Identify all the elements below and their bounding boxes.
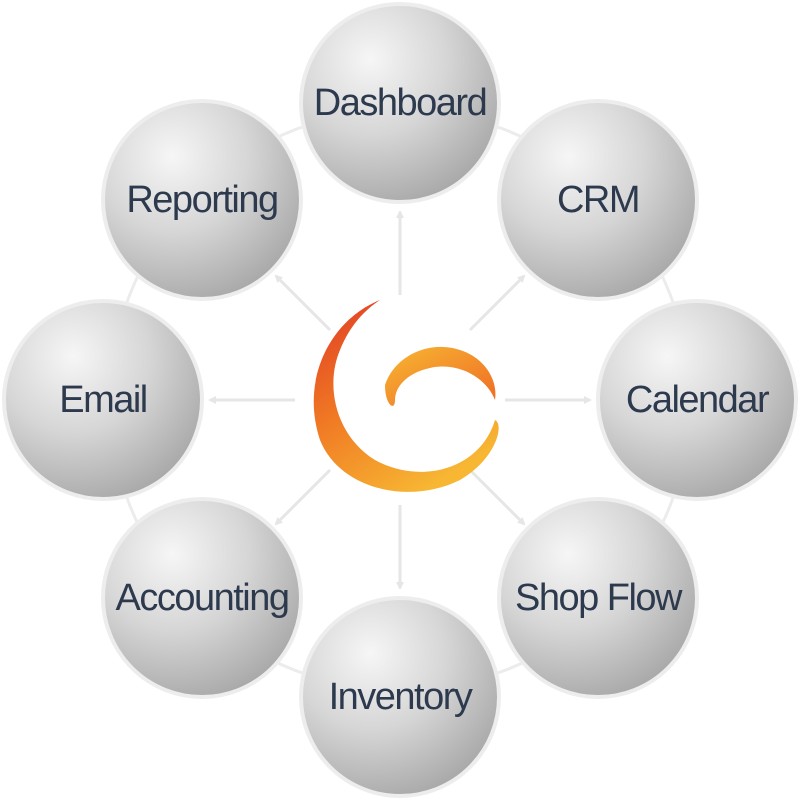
node-label-accounting: Accounting <box>115 577 288 619</box>
node-label-shop-flow: Shop Flow <box>515 577 683 619</box>
node-email: Email <box>2 299 204 501</box>
connector-arrows <box>208 210 592 590</box>
node-inventory: Inventory <box>299 596 501 798</box>
node-label-inventory: Inventory <box>329 676 473 718</box>
node-calendar: Calendar <box>596 299 798 501</box>
node-label-dashboard: Dashboard <box>314 82 486 124</box>
arrow-to-reporting <box>274 274 332 332</box>
arrow-to-shop-flow <box>468 468 526 526</box>
node-label-crm: CRM <box>557 179 639 221</box>
orange-swirl-logo-icon <box>313 300 499 492</box>
arrow-to-accounting <box>274 468 332 526</box>
node-label-reporting: Reporting <box>126 179 277 221</box>
node-label-email: Email <box>59 379 147 421</box>
node-label-calendar: Calendar <box>626 379 770 421</box>
node-dashboard: Dashboard <box>299 2 501 204</box>
arrow-to-crm <box>468 274 526 332</box>
node-shop-flow: Shop Flow <box>497 497 699 699</box>
node-reporting: Reporting <box>101 99 303 301</box>
node-crm: CRM <box>497 99 699 301</box>
node-accounting: Accounting <box>101 497 303 699</box>
